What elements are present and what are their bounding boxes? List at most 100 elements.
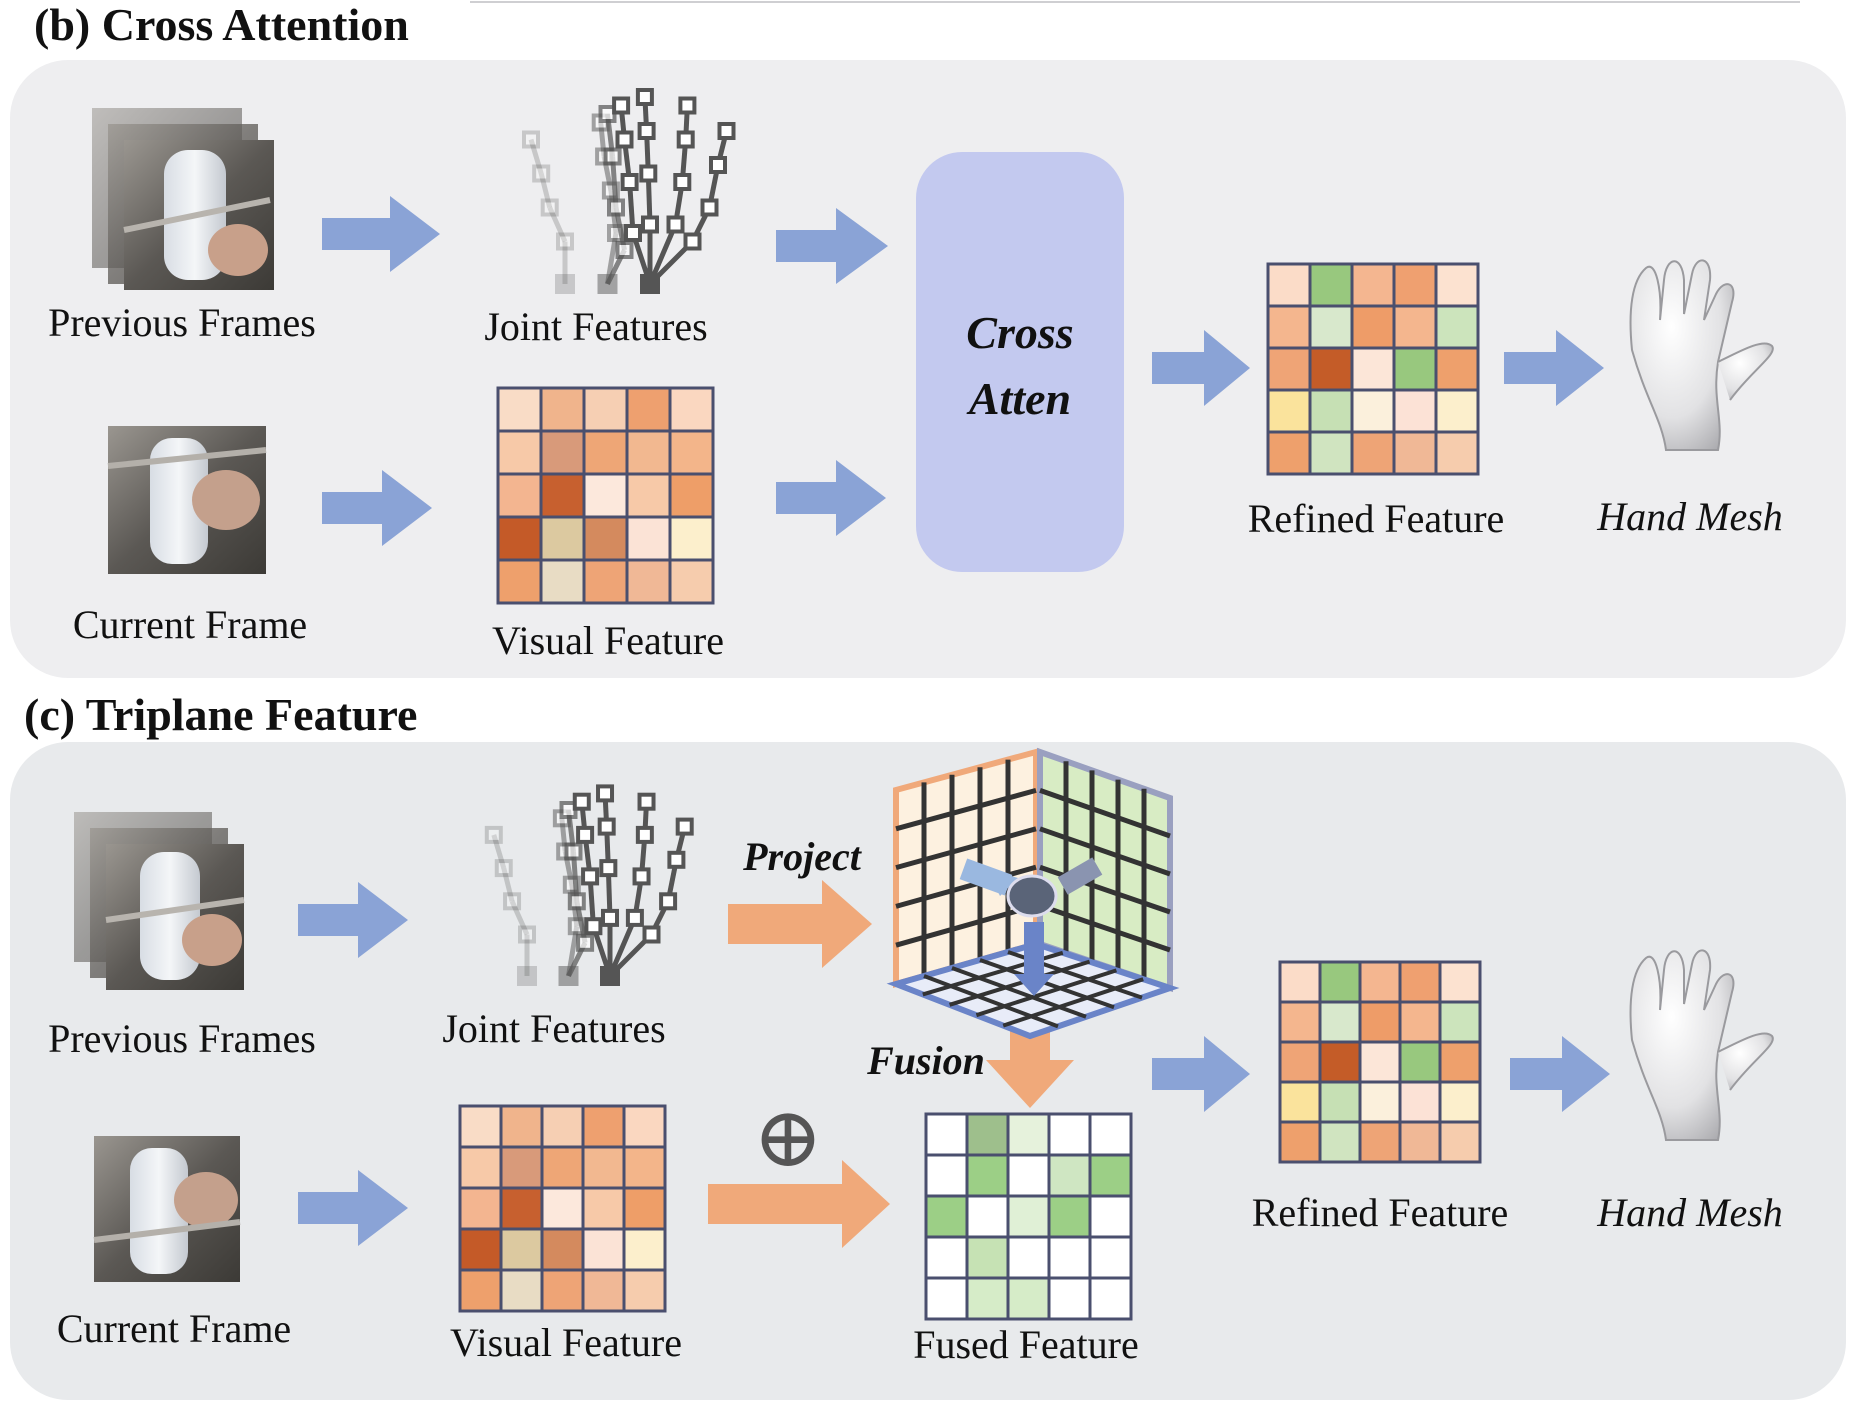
b-visual-feature-cell [668,472,715,519]
c-fused-feature-label: Fused Feature [913,1322,1139,1367]
b-visual-feature-cell [496,429,543,476]
c-visual-feature-cell [499,1227,544,1272]
joint-node [484,825,503,844]
triplane-center-point [1006,874,1058,918]
b-visual-feature-cell [668,429,715,476]
c-visual-feature-cell [622,1104,667,1149]
c-joint-features-label: Joint Features [442,1006,665,1051]
joint-node [637,122,656,140]
cross-atten-block [916,152,1124,572]
joint-node [625,908,644,927]
c-fused-feature-cell [1006,1153,1051,1198]
c-visual-feature-cell [458,1186,503,1231]
c-refined-feature-cell [1438,1040,1482,1084]
c-refined-feature-label: Refined Feature [1252,1190,1509,1235]
joint-node [596,784,615,803]
b-refined-feature-cell [1434,346,1480,392]
joint-node [666,215,685,234]
c-visual-feature-cell [458,1227,503,1272]
joint-root [597,274,618,294]
c-refined-feature-cell [1318,1040,1362,1084]
c-refined-feature-cell [1398,1080,1442,1124]
joint-node [620,173,639,191]
c-refined-feature-cell [1398,1040,1442,1084]
b-refined-feature-cell [1266,304,1312,350]
b-refined-feature-label: Refined Feature [1248,496,1505,541]
c-current-frame-label: Current Frame [57,1306,291,1351]
b-visual-feature-cell [496,472,543,519]
b-visual-feature-label: Visual Feature [492,618,724,663]
b-visual-feature-cell [496,386,543,433]
cross-atten-label-line1: Cross [966,307,1073,358]
c-refined-feature-cell [1438,1080,1482,1124]
joint-node [709,156,727,174]
c-refined-feature-cell [1358,1040,1402,1084]
c-visual-feature-cell [499,1268,544,1313]
joint-node [667,850,686,869]
c-refined-feature-cell [1358,960,1402,1004]
joint-node [522,130,540,149]
c-refined-feature-grid [1278,960,1482,1164]
b-visual-feature-cell [582,515,629,562]
joint-node [637,792,656,811]
c-visual-feature-cell [581,1227,626,1272]
c-joint-features-tree [484,784,694,986]
b-joint-features-tree [522,88,736,294]
joint-node [532,164,551,183]
c-plus-symbol: ⊕ [753,1092,823,1185]
c-visual-feature-cell [581,1186,626,1231]
c-fused-feature-cell [1088,1276,1133,1321]
b-visual-feature-cell [582,429,629,476]
b-arrow-visual-to-attn [776,460,886,536]
c-refined-feature-cell [1398,960,1442,1004]
c-fused-feature-cell [1088,1235,1133,1280]
joint-node [615,241,634,259]
joint-node [615,130,634,149]
c-refined-feature-cell [1278,960,1322,1004]
c-visual-feature-cell [540,1227,585,1272]
b-visual-feature-cell [539,386,586,433]
c-visual-feature-cell [458,1104,503,1149]
b-refined-feature-cell [1350,388,1396,434]
joint-node [635,88,654,106]
c-refined-feature-cell [1358,1120,1402,1164]
section-c-title: (c) Triplane Feature [24,689,417,740]
joint-node [540,198,559,217]
b-refined-feature-cell [1266,430,1312,476]
c-refined-feature-cell [1318,1120,1362,1164]
c-refined-feature-cell [1438,1120,1482,1164]
joint-node [641,215,659,234]
c-fused-feature-cell [1006,1194,1051,1239]
b-visual-feature-cell [582,472,629,519]
joint-node [518,925,536,944]
c-fused-feature-cell [965,1112,1010,1157]
c-fused-feature-cell [965,1194,1010,1239]
section-b-title: (b) Cross Attention [34,0,409,50]
c-visual-feature-cell [581,1268,626,1313]
b-refined-feature-cell [1434,304,1480,350]
c-fused-feature-cell [1047,1153,1092,1198]
b-refined-feature-cell [1266,346,1312,392]
joint-node [683,232,702,251]
c-visual-feature-cell [540,1145,585,1190]
b-refined-feature-cell [1266,388,1312,434]
c-refined-feature-cell [1278,1120,1322,1164]
c-refined-feature-cell [1318,1080,1362,1124]
joint-node [576,933,595,952]
c-refined-feature-cell [1278,1000,1322,1044]
c-refined-feature-cell [1438,960,1482,1004]
joint-node [659,892,678,911]
b-refined-feature-cell [1392,388,1438,434]
joint-node [635,825,654,844]
c-visual-feature-cell [540,1268,585,1313]
cross-atten-label-line2: Atten [966,373,1071,424]
b-visual-feature-cell [625,558,672,605]
c-fused-feature-cell [965,1235,1010,1280]
b-visual-feature-cell [668,386,715,433]
b-arrow-refined-to-mesh [1504,330,1604,406]
b-visual-feature-cell [668,558,715,605]
joint-node [564,842,583,861]
b-joint-features-label: Joint Features [484,304,707,349]
b-visual-feature-cell [582,558,629,605]
b-visual-feature-cell [539,429,586,476]
